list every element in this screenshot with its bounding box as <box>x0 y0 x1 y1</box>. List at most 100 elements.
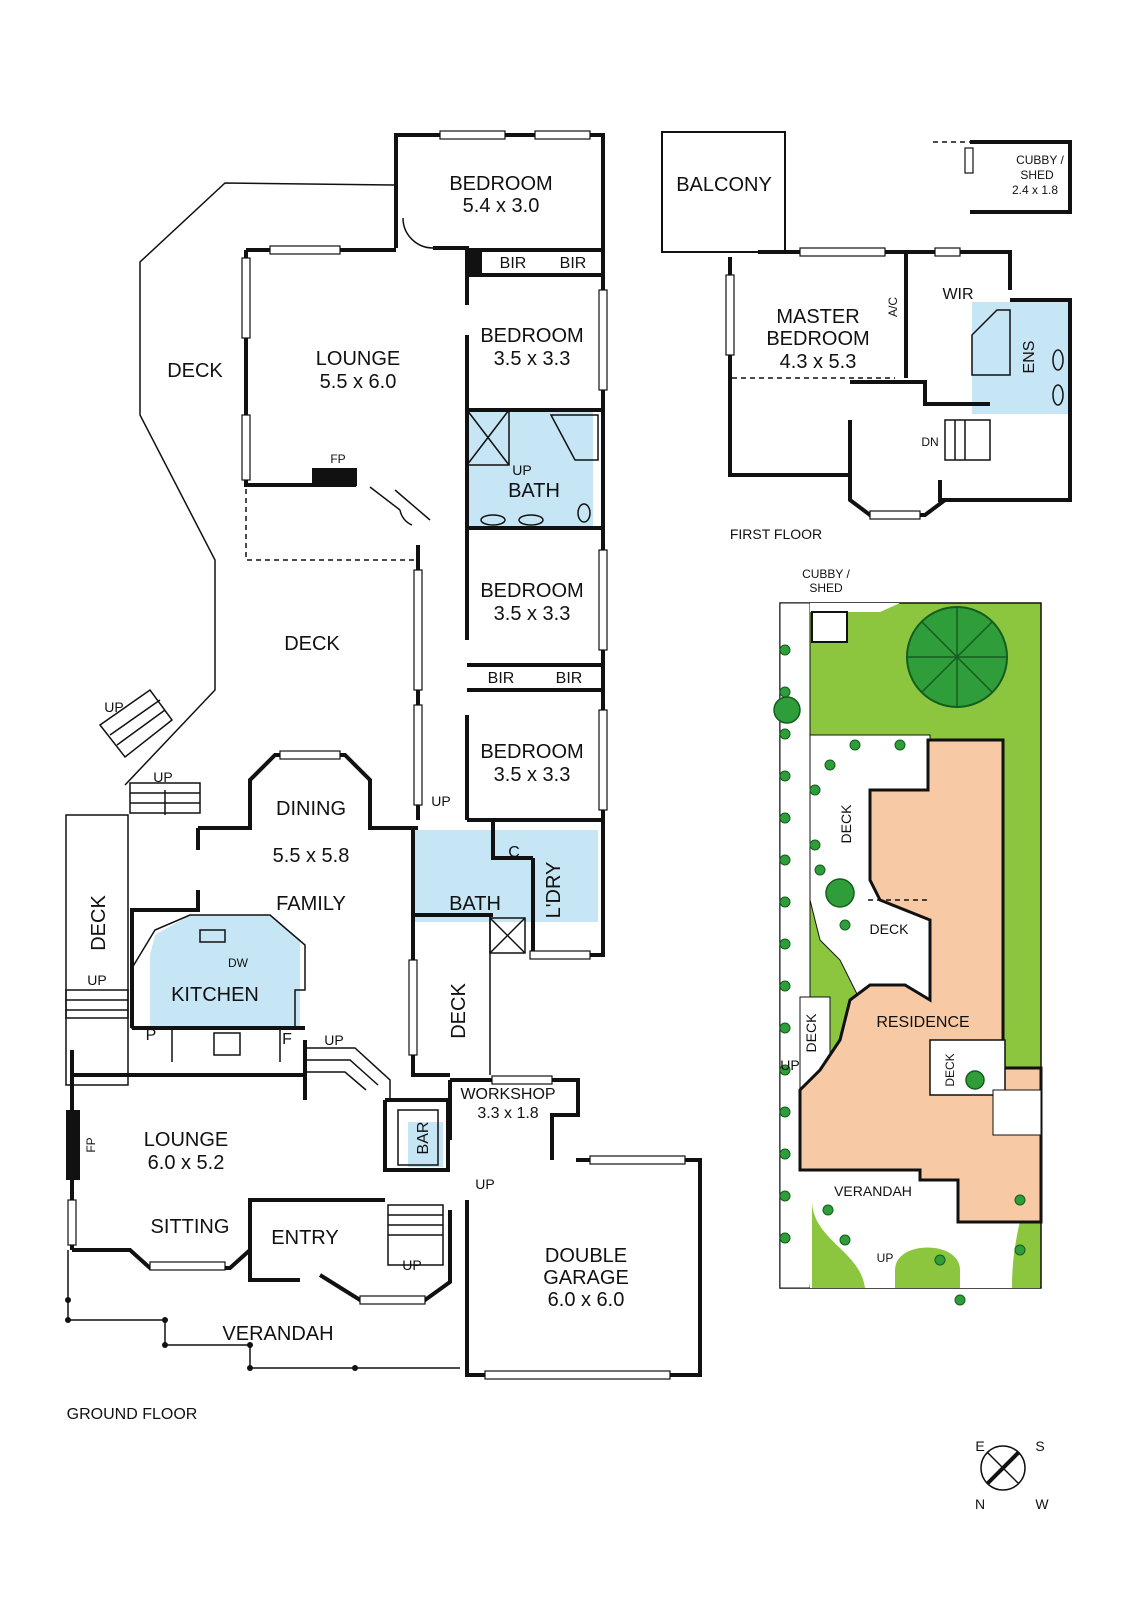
deck-label: DECK <box>448 983 470 1039</box>
room-size: 3.5 x 3.3 <box>494 348 571 370</box>
window <box>269 245 341 255</box>
window <box>413 704 423 806</box>
verandah-outline <box>67 1250 460 1369</box>
pantry-label: P <box>146 1027 157 1044</box>
verandah-label: VERANDAH <box>222 1323 333 1345</box>
room-label: BEDROOM <box>449 173 552 195</box>
hedge-dot <box>779 1064 791 1076</box>
path <box>810 603 900 612</box>
shower-icon <box>489 917 526 954</box>
hedge-dot <box>839 1234 851 1246</box>
window <box>598 289 608 391</box>
room-label: LOUNGE <box>316 348 400 370</box>
room-size: 3.5 x 3.3 <box>494 603 571 625</box>
sink-icon <box>199 929 226 943</box>
bir-label: BIR <box>556 670 583 687</box>
bath-wet-area <box>466 410 593 528</box>
room-label: WORKSHOP <box>460 1086 555 1103</box>
door-swing <box>402 217 434 249</box>
window <box>529 950 591 960</box>
cubby-shed-walls <box>970 140 1072 214</box>
hedge-dot <box>824 759 836 771</box>
first-floor-plan <box>661 131 1072 520</box>
window <box>589 1155 686 1165</box>
hedge-dot <box>839 919 851 931</box>
kitchen-wet-area <box>150 915 300 1028</box>
hedge-dot <box>779 812 791 824</box>
laundry-label: L'DRY <box>543 862 565 919</box>
up-label: UP <box>475 1176 494 1192</box>
fireplace-upper <box>312 468 357 486</box>
room-label: DINING <box>276 798 346 820</box>
deck-left <box>65 814 129 1086</box>
site-deck-label: DECK <box>803 1013 819 1053</box>
bir-label: BIR <box>560 255 587 272</box>
hedge-dot <box>779 1148 791 1160</box>
up-label: UP <box>87 972 106 988</box>
hedge-dot <box>779 854 791 866</box>
site-deck-label: DECK <box>870 921 910 937</box>
wall-deck-west <box>411 915 450 1077</box>
laundry-bath-wet-area <box>413 830 598 922</box>
room-size: 3.5 x 3.3 <box>494 764 571 786</box>
deck-outline <box>124 182 396 786</box>
shrub-icon <box>773 696 801 724</box>
shower-cross <box>466 409 510 466</box>
labels: BEDROOM 5.4 x 3.0 BIR BIR DECK LOUNGE 5.… <box>67 153 1065 1512</box>
stair-up-deck <box>129 782 201 815</box>
room-label: LOUNGE <box>144 1129 228 1151</box>
verandah-label: VERANDAH <box>834 1183 912 1199</box>
ens-wet-area <box>972 302 1068 414</box>
hedge-dot <box>954 1294 966 1306</box>
corner-bath-icon <box>549 414 599 461</box>
deck-label: DECK <box>284 633 340 655</box>
compass-icon <box>980 1445 1026 1491</box>
hedge-dot <box>849 739 861 751</box>
window <box>279 750 341 760</box>
window <box>598 709 608 811</box>
deck-label: DECK <box>167 360 223 382</box>
room-size: 3.3 x 1.8 <box>477 1105 538 1122</box>
hedge-dot <box>779 938 791 950</box>
hedge-dot <box>779 1106 791 1118</box>
site-cubby <box>811 611 848 643</box>
wall-ens <box>938 298 1072 502</box>
shower-icon <box>466 409 510 466</box>
window <box>964 147 974 174</box>
wall <box>70 1050 128 1077</box>
site-deck-label: DECK <box>943 1053 957 1086</box>
site-deck-inner <box>929 1039 1006 1096</box>
window <box>359 1295 426 1305</box>
window <box>869 510 921 520</box>
cooktop-icon <box>213 1032 241 1056</box>
room-size: 5.5 x 5.8 <box>273 845 350 867</box>
hedge-dot <box>809 839 821 851</box>
stair-up-lounge <box>305 1047 391 1100</box>
room-label: BEDROOM <box>480 580 583 602</box>
tree-branches <box>907 607 1007 707</box>
room-label: KITCHEN <box>171 984 259 1006</box>
bath-label: BATH <box>508 480 560 502</box>
post <box>162 1342 168 1348</box>
compass-n: N <box>975 1496 985 1512</box>
compass-e: E <box>975 1438 984 1454</box>
deck-dashed-line <box>245 489 415 561</box>
ground-floor-plan <box>65 130 702 1380</box>
balcony-label: BALCONY <box>676 174 772 196</box>
room-size: 5.4 x 3.0 <box>463 195 540 217</box>
cubby-label: SHED <box>1020 168 1054 182</box>
room-label: MASTER <box>776 306 859 328</box>
hedge-dot <box>779 686 791 698</box>
bar-outline <box>383 1098 450 1172</box>
shower-cross <box>489 917 526 954</box>
post <box>65 1297 71 1303</box>
window <box>491 1075 553 1085</box>
garage-door <box>484 1370 671 1380</box>
wall-sitting-south <box>72 1198 385 1270</box>
up-label: UP <box>512 462 531 478</box>
compass-s: S <box>1035 1438 1044 1454</box>
floor-label: GROUND FLOOR <box>67 1406 198 1423</box>
wir-label: WIR <box>942 286 973 303</box>
hedge-dot <box>814 864 826 876</box>
